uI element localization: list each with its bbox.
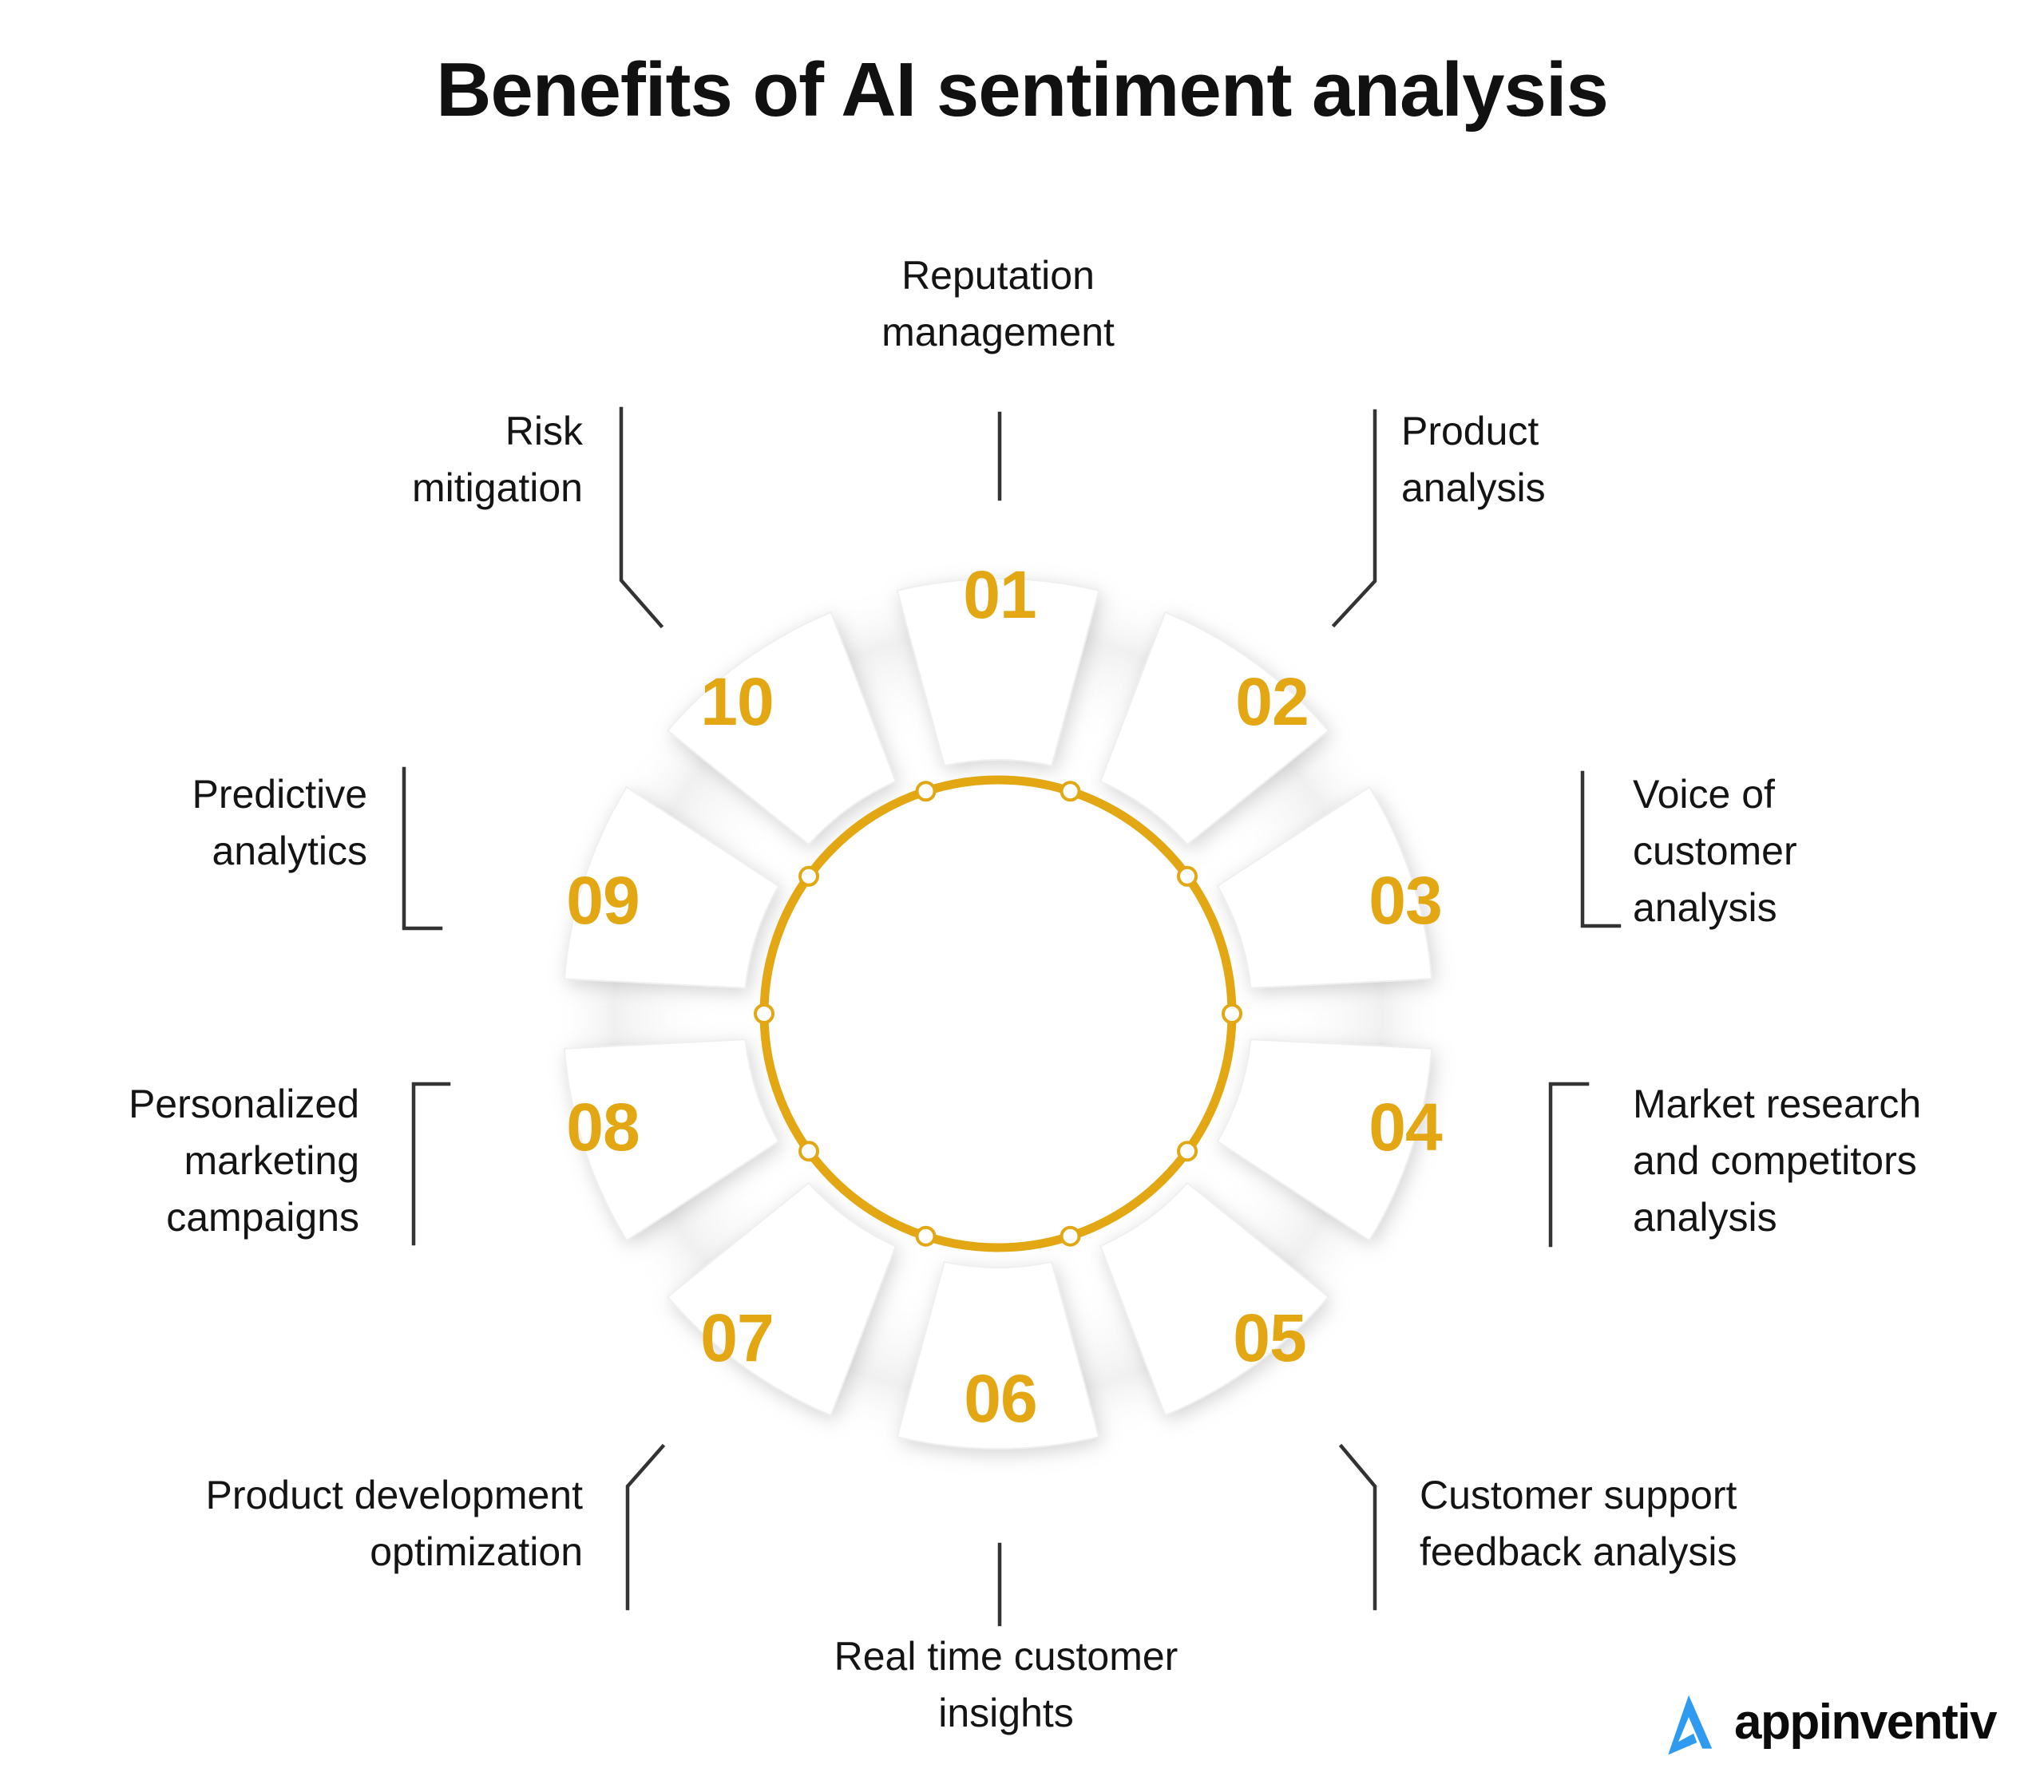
wheel-segment-06[interactable] [896,1260,1100,1450]
wheel-segment-04[interactable] [1216,1038,1433,1241]
label-voice-of-customer-analysis: Voice of customer analysis [1633,772,1797,930]
petal-group [563,577,1433,1450]
wheel-segment-01[interactable] [896,577,1100,767]
label-customer-support-feedback: Customer support feedback analysis [1420,1473,1737,1574]
label-product-analysis: Product analysis [1401,409,1546,510]
label-product-development-optimization: Product development optimization [205,1473,583,1574]
ring-dot [915,1225,937,1247]
wheel-segment-05[interactable] [1099,1182,1329,1417]
ring-dot [1222,1003,1242,1024]
label-market-research: Market research and competitors analysis [1633,1082,1922,1240]
label-personalized-marketing-campaigns: Personalized marketing campaigns [128,1082,359,1240]
ring-dot [1060,1225,1081,1247]
segment-number-05: 05 [1233,1300,1306,1375]
label-predictive-analytics: Predictive analytics [192,772,367,873]
label-risk-mitigation: Risk mitigation [412,409,583,510]
wheel-segment-10[interactable] [667,611,897,845]
benefits-wheel [551,567,1445,1461]
segment-number-10: 10 [700,664,774,739]
appinventiv-logo[interactable]: appinventiv [1654,1688,1998,1757]
wheel-segment-07[interactable] [667,1182,897,1417]
wheel-segment-02[interactable] [1099,611,1329,845]
segment-number-01: 01 [963,557,1036,632]
ring-dot [754,1003,774,1024]
appinventiv-wordmark: appinventiv [1733,1695,1998,1750]
ring-dot [1177,865,1198,887]
wheel-segment-03[interactable] [1216,786,1433,989]
ring-dot-group [754,781,1242,1247]
ring-dot [915,781,937,802]
segment-number-06: 06 [964,1361,1037,1436]
segment-number-04: 04 [1369,1090,1442,1165]
wheel-segment-08[interactable] [563,1038,780,1241]
ring-dot [798,865,819,887]
label-reputation-management: Reputation management [881,253,1115,354]
ring-dot [1060,781,1081,802]
ring-dot [1177,1141,1198,1162]
wheel-segment-09[interactable] [563,786,780,989]
inner-gold-ring [754,775,1242,1252]
segment-number-08: 08 [566,1090,640,1165]
segment-number-02: 02 [1235,664,1309,739]
page-title: Benefits of AI sentiment analysis [436,47,1609,133]
segment-number-03: 03 [1369,863,1442,938]
appinventiv-mark-icon [1668,1695,1713,1755]
ring-dot [798,1141,819,1162]
label-real-time-customer-insights: Real time customer insights [834,1634,1178,1735]
segment-number-07: 07 [700,1300,774,1375]
segment-number-09: 09 [566,863,640,938]
